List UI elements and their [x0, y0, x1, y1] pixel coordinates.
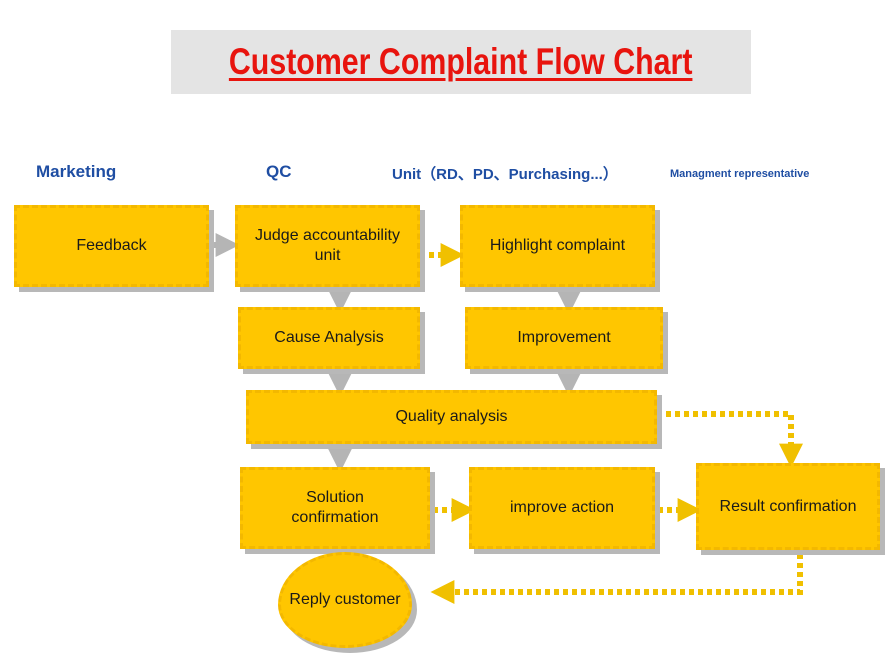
node-reply-customer: Reply customer [278, 552, 412, 648]
node-improvement: Improvement [465, 307, 663, 369]
node-solution-confirmation: Solution confirmation [240, 467, 430, 549]
arrow-quality-to-result [657, 411, 803, 468]
title-banner: Customer Complaint Flow Chart [171, 30, 751, 94]
node-result-confirmation: Result confirmation [696, 463, 880, 550]
node-reply-line1: Reply [289, 591, 331, 608]
arrow-result-to-reply [430, 554, 803, 604]
node-judge-line1: Judge accountability [255, 227, 400, 244]
node-improve-action-label: improve action [509, 499, 615, 516]
node-reply-line2: customer [334, 591, 401, 608]
node-cause-label: Cause Analysis [274, 329, 384, 346]
node-solution-line2: confirmation [291, 509, 379, 526]
lane-label-management: Managment representative [670, 168, 810, 180]
node-improvement-label: Improvement [517, 329, 611, 346]
node-result-label: Result confirmation [719, 497, 857, 515]
node-quality-analysis: Quality analysis [246, 390, 657, 444]
node-cause-analysis: Cause Analysis [238, 307, 420, 369]
page-title: Customer Complaint Flow Chart [229, 41, 693, 82]
node-quality-label: Quality analysis [395, 408, 508, 425]
node-improve-action: improve action [469, 467, 655, 549]
lane-label-qc: QC [266, 162, 292, 181]
node-highlight-complaint: Highlight complaint [460, 205, 655, 287]
node-feedback-label: Feedback [76, 237, 147, 254]
lane-label-unit: Unit（RD、PD、Purchasing...） [392, 166, 618, 183]
node-highlight-label: Highlight complaint [489, 237, 626, 254]
node-feedback: Feedback [14, 205, 209, 287]
node-solution-line1: Solution [306, 489, 364, 506]
lane-label-marketing: Marketing [36, 162, 117, 181]
node-judge-line2: unit [314, 247, 341, 264]
node-judge-accountability: Judge accountability unit [235, 205, 420, 287]
